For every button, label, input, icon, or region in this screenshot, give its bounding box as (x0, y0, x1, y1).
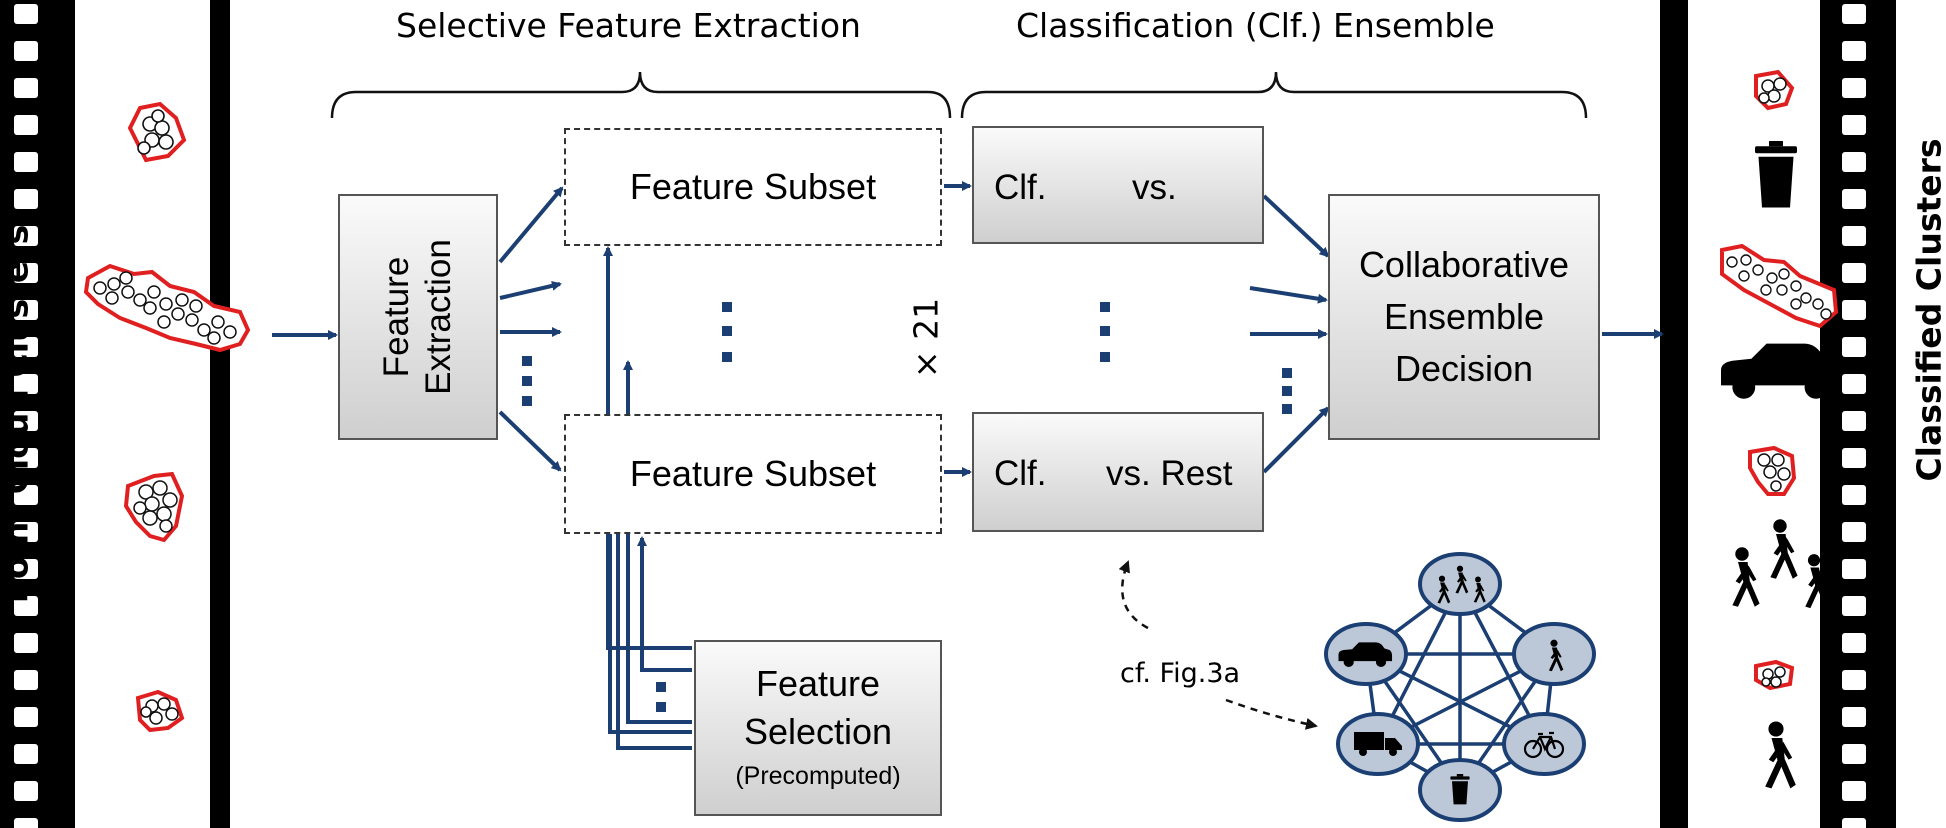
clf-top-prefix: Clf. (994, 168, 1047, 207)
sprocket-hole (1842, 707, 1866, 727)
sprocket-hole (1842, 189, 1866, 209)
reference-arrow (1118, 560, 1149, 630)
decision-line1: Collaborative (1358, 244, 1570, 285)
sprocket-hole (14, 818, 38, 828)
sprocket-hole (1842, 559, 1866, 579)
feature-selection-box: Feature Selection (Precomputed) (694, 640, 942, 816)
sprocket-hole (14, 485, 38, 505)
sprocket-hole (1842, 522, 1866, 542)
sprocket-hole (1842, 78, 1866, 98)
sprocket-hole (1842, 670, 1866, 690)
sprocket-hole (1842, 781, 1866, 801)
feature-selection-line1: Feature (755, 663, 881, 704)
stage-title-selective: Selective Feature Extraction (396, 6, 861, 45)
feature-extraction-box: Feature Extraction (338, 194, 498, 440)
cluster-points (140, 697, 179, 725)
classifier-box-top: Clf. vs. (972, 126, 1264, 244)
sprocket-hole (14, 448, 38, 468)
sprocket-hole (14, 263, 38, 283)
sprocket-hole (14, 78, 38, 98)
sprocket-hole (1842, 448, 1866, 468)
sprocket-hole (14, 189, 38, 209)
sprocket-hole (14, 522, 38, 542)
feature-extraction-line2: Extraction (419, 239, 458, 395)
sprocket-hole (14, 337, 38, 357)
stage-title-classification: Classification (Clf.) Ensemble (1016, 6, 1495, 45)
reference-arrow (1225, 698, 1318, 730)
sprocket-hole (1842, 485, 1866, 505)
sprocket-hole (1842, 115, 1866, 135)
sprocket-hole (14, 300, 38, 320)
sprocket-hole (1842, 818, 1866, 828)
sprocket-hole (1842, 226, 1866, 246)
sprocket-hole (1842, 4, 1866, 24)
right-frame (1688, 36, 1820, 224)
clf-bottom-prefix: Clf. (994, 454, 1047, 493)
left-film-edge (210, 0, 230, 828)
sprocket-hole (1842, 374, 1866, 394)
sprocket-hole (1842, 744, 1866, 764)
feature-subset-bottom-label: Feature Subset (629, 453, 877, 494)
brace-classification (960, 71, 1588, 119)
sprocket-hole (1842, 152, 1866, 172)
sprocket-hole (14, 41, 38, 61)
multiplier-label: × 21 (906, 297, 946, 379)
sprocket-hole (14, 781, 38, 801)
right-film-edge (1660, 0, 1688, 828)
feature-selection-line3: (Precomputed) (735, 762, 901, 790)
ensemble-decision-box: Collaborative Ensemble Decision (1328, 194, 1600, 440)
sprocket-hole (1842, 263, 1866, 283)
sprocket-hole (14, 152, 38, 172)
clf-top-vs: vs. (1132, 168, 1177, 207)
feature-extraction-line1: Feature (377, 256, 416, 378)
sprocket-hole (14, 115, 38, 135)
brace-feature-extraction (330, 71, 952, 119)
sprocket-hole (14, 596, 38, 616)
feature-subset-top-label: Feature Subset (629, 166, 877, 207)
right-strip-title: Classified Clusters (1909, 138, 1946, 482)
sprocket-hole (1842, 41, 1866, 61)
decision-line3: Decision (1394, 348, 1534, 389)
feature-selection-line2: Selection (743, 711, 893, 752)
sprocket-hole (1842, 300, 1866, 320)
sprocket-hole (14, 4, 38, 24)
cluster-points (133, 480, 178, 533)
sprocket-hole (14, 633, 38, 653)
cluster-points (93, 271, 237, 345)
sprocket-hole (14, 374, 38, 394)
feature-subset-box-top: Feature Subset (564, 128, 942, 246)
sprocket-hole (14, 744, 38, 764)
ellipsis-dots (522, 302, 1292, 712)
figure-reference: cf. Fig.3a (1120, 658, 1241, 689)
sprocket-hole (14, 707, 38, 727)
feature-subset-box-bottom: Feature Subset (564, 414, 942, 534)
sprocket-hole (1842, 596, 1866, 616)
sprocket-hole (14, 670, 38, 690)
left-strip-title: Point Cloud Clusters (0, 224, 36, 604)
sprocket-hole (1842, 411, 1866, 431)
sprocket-hole (1842, 337, 1866, 357)
classifier-box-bottom: Clf. vs. Rest (972, 412, 1264, 532)
right-frame (1688, 620, 1820, 810)
sprocket-hole (14, 226, 38, 246)
sprocket-hole (1842, 633, 1866, 653)
sprocket-hole (14, 411, 38, 431)
sprocket-hole (14, 559, 38, 579)
decision-line2: Ensemble (1383, 296, 1545, 337)
cluster-points (137, 109, 174, 155)
clf-bottom-vs-rest: vs. Rest (1106, 454, 1233, 493)
